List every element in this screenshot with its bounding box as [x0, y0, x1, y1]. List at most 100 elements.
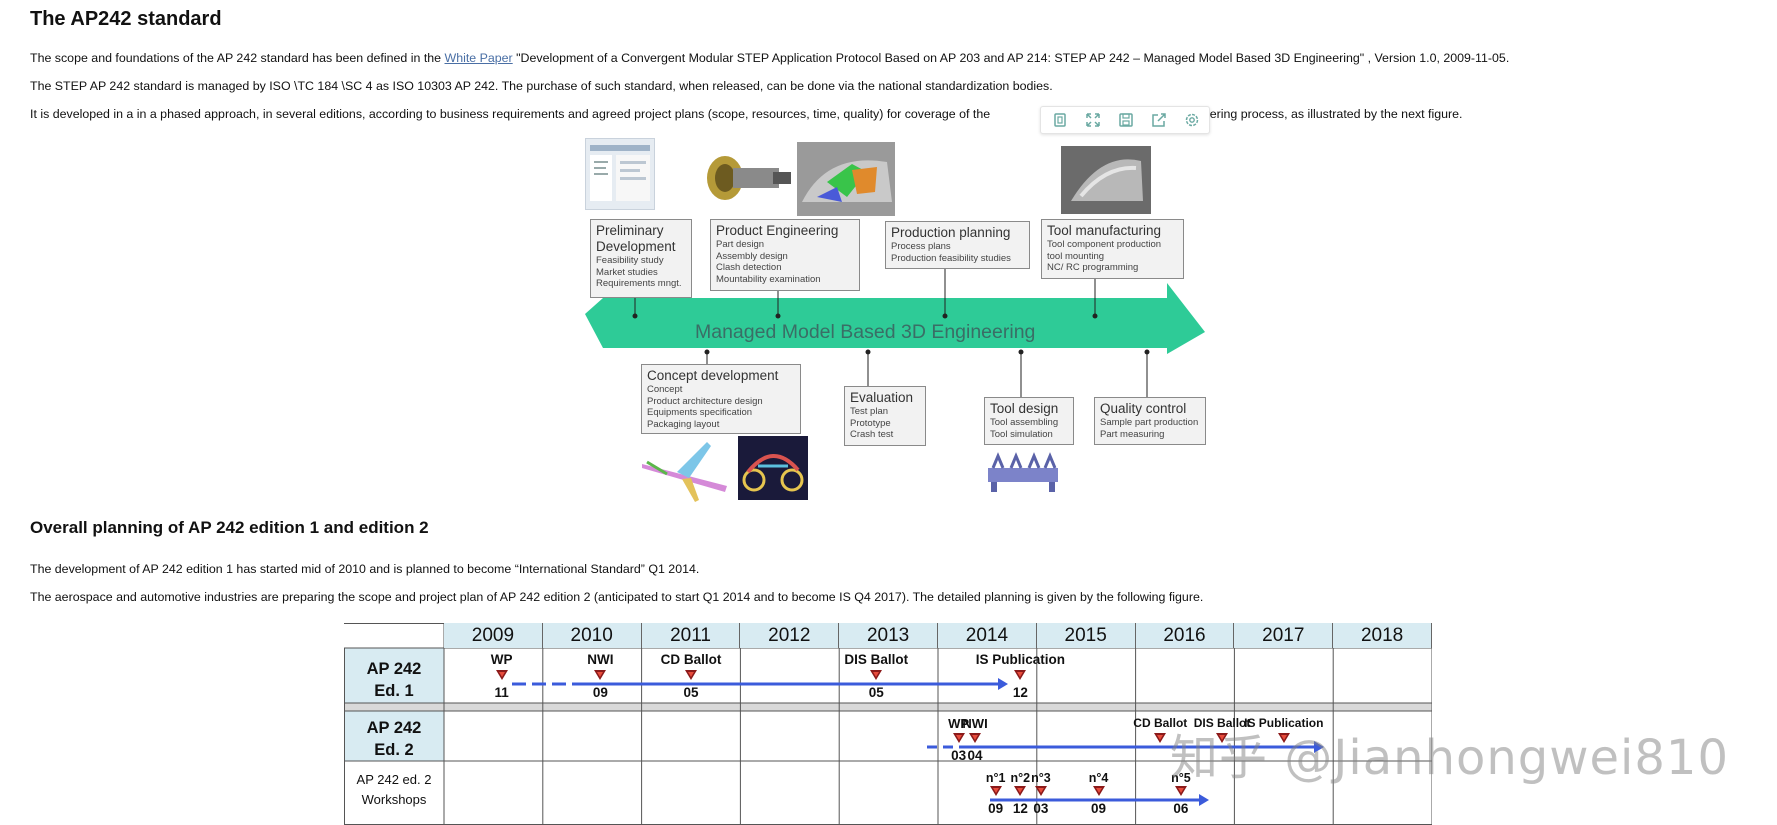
tool-manufacturing-title: Tool manufacturing [1047, 223, 1162, 238]
box-item: Packaging layout [647, 418, 720, 430]
box-item: Process plans [891, 241, 951, 252]
workshop-4-label: n°4 [1088, 771, 1109, 785]
box-item: Product architecture design [647, 395, 763, 407]
workshop-4-marker [1092, 786, 1105, 796]
image-toolbar [1040, 106, 1210, 134]
vehicle-chassis-image [738, 436, 808, 500]
page-title: The AP242 standard [30, 8, 222, 30]
tool-part-image [1061, 146, 1151, 214]
workshop-2-marker [1014, 786, 1027, 796]
ed1-milestone-4-label: DIS Ballot [844, 652, 909, 667]
ed1-milestone-5-label: IS Publication [975, 652, 1065, 667]
engineering-process-figure: Preliminary Development Feasibility stud… [585, 138, 1215, 510]
arrow-label: Managed Model Based 3D Engineering [695, 321, 1036, 343]
box-item: Concept [647, 384, 683, 395]
ed1-milestone-1-marker [495, 670, 508, 680]
evaluation-title: Evaluation [850, 390, 914, 405]
row-label-workshops-line2: Workshops [361, 792, 427, 807]
ed1-milestone-5-date: 12 [1012, 685, 1028, 700]
box-item: Production feasibility studies [891, 252, 1011, 264]
box-item: Mountability examination [716, 273, 821, 285]
box-item: Assembly design [716, 250, 788, 262]
product-engineering-title: Product Engineering [716, 223, 839, 238]
year-2017: 2017 [1234, 623, 1334, 648]
production-planning-title: Production planning [891, 225, 1011, 240]
evaluation-box: Evaluation Test plan Prototype Crash tes… [844, 386, 926, 446]
ed2-milestone-3-marker [1154, 733, 1167, 743]
save-icon[interactable] [1117, 111, 1135, 129]
ed2-milestone-5-label: IS Publication [1244, 716, 1324, 730]
quality-control-title: Quality control [1100, 401, 1187, 416]
ed2-milestone-3-label: CD Ballot [1133, 716, 1188, 730]
paragraph-management: The STEP AP 242 standard is managed by I… [30, 79, 1053, 93]
tool-design-box: Tool design Tool assembling Tool simulat… [984, 397, 1074, 445]
ed1-milestone-1-date: 11 [494, 685, 509, 700]
ed1-milestone-1-label: WP [490, 652, 513, 667]
settings-icon[interactable] [1183, 111, 1201, 129]
copy-icon[interactable] [1051, 111, 1069, 129]
workshop-5-marker [1174, 786, 1187, 796]
row-label-ed1-line2: Ed. 1 [374, 682, 414, 700]
year-2012: 2012 [740, 623, 840, 648]
box-item: Clash detection [716, 262, 782, 273]
ed1-milestone-3-label: CD Ballot [660, 652, 722, 667]
row-label-ed2-line2: Ed. 2 [374, 741, 414, 759]
ed2-milestone-1-marker [952, 733, 965, 743]
share-icon[interactable] [1150, 111, 1168, 129]
row-label-ed1-line1: AP 242 [366, 660, 422, 678]
box-item: Prototype [850, 417, 891, 429]
box-item: Tool assembling [990, 417, 1059, 428]
watermark: 知乎 @Jianhongwei810 [1170, 730, 1730, 786]
box-item: Sample part production [1100, 417, 1199, 428]
ed2-milestone-4-label: DIS Ballot [1193, 716, 1251, 730]
workshop-4-date: 09 [1091, 801, 1107, 816]
box-item: Crash test [850, 429, 894, 440]
white-paper-link[interactable]: White Paper [444, 51, 513, 65]
workshop-3-label: n°3 [1031, 771, 1051, 785]
tool-design-title: Tool design [990, 401, 1059, 416]
concept-development-box: Concept development Concept Product arch… [641, 364, 801, 434]
workshop-2-date: 12 [1012, 801, 1028, 816]
ed1-milestone-4-date: 05 [868, 685, 884, 700]
ed1-milestone-5-marker [1014, 670, 1027, 680]
process-arrow [585, 269, 1205, 397]
preliminary-development-title: Preliminary Development [596, 223, 676, 254]
ed1-milestone-2-date: 09 [592, 685, 608, 700]
row-label-ed2: AP 242 Ed. 2 [344, 717, 444, 761]
ed2-milestone-1-label: WP [948, 716, 970, 731]
tool-design-image [983, 448, 1063, 498]
year-2018: 2018 [1333, 623, 1432, 648]
ed1-milestone-4-marker [870, 670, 883, 680]
workshop-2-label: n°2 [1010, 771, 1031, 785]
ed2-milestone-1-date: 03 [951, 748, 967, 763]
workshop-1-label: n°1 [985, 771, 1006, 785]
ed2-milestone-2-marker [969, 733, 982, 743]
box-item: Requirements mngt. [596, 278, 682, 289]
ed2-milestone-5-marker [1277, 733, 1290, 743]
ed1-milestone-3-marker [685, 670, 697, 680]
box-item: Market studies [596, 266, 658, 278]
paragraph-scope-prefix: The scope and foundations of the AP 242 … [30, 51, 445, 65]
ed2-milestone-2-label: NWI [962, 716, 988, 731]
row-label-ed1: AP 242 Ed. 1 [344, 658, 444, 702]
ed1-milestone-3-date: 05 [683, 685, 699, 700]
workshop-3-date: 03 [1033, 801, 1049, 816]
tool-manufacturing-box: Tool manufacturing Tool component produc… [1041, 219, 1184, 279]
ed2-milestone-2-date: 04 [967, 748, 983, 763]
year-2013: 2013 [839, 623, 938, 648]
car-body-image [797, 142, 895, 216]
box-item: NC/ RC programming [1047, 262, 1139, 273]
paragraph-scope-suffix: "Development of a Convergent Modular STE… [512, 51, 1510, 65]
box-item: Feasibility study [596, 255, 664, 266]
workshop-3-marker [1034, 786, 1047, 796]
ed1-milestone-2-label: NWI [587, 652, 614, 667]
product-engineering-box: Product Engineering Part design Assembly… [710, 219, 860, 291]
expand-icon[interactable] [1084, 111, 1102, 129]
production-planning-box: Production planning Process plans Produc… [885, 221, 1030, 269]
paragraph-phased: It is developed in a in a phased approac… [30, 107, 1462, 121]
box-item: Test plan [850, 406, 889, 417]
ed2-milestone-4-marker [1216, 733, 1229, 743]
jet-engine-image [703, 152, 793, 204]
box-item: Tool simulation [990, 428, 1053, 440]
